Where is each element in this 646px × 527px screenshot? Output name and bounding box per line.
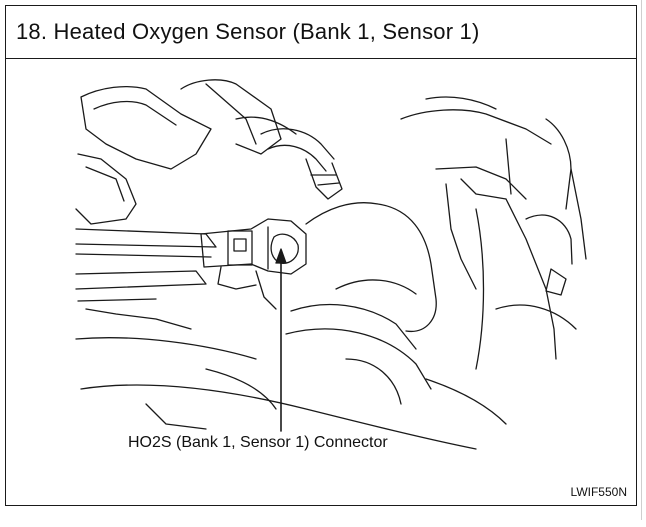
connector-callout-label: HO2S (Bank 1, Sensor 1) Connector <box>128 434 388 451</box>
figure-frame: 18. Heated Oxygen Sensor (Bank 1, Sensor… <box>5 5 637 506</box>
page-edge-line <box>641 0 643 520</box>
ho2s-connector <box>200 218 307 310</box>
engine-body <box>400 96 587 370</box>
intake-manifold <box>75 79 297 225</box>
lower-contours <box>75 337 507 450</box>
figure-title: 18. Heated Oxygen Sensor (Bank 1, Sensor… <box>16 19 480 44</box>
pipe-rails <box>75 228 217 330</box>
engine-illustration <box>75 79 587 450</box>
callout-leader <box>275 248 287 432</box>
figure-code: LWIF550N <box>570 485 627 499</box>
sensor-hose <box>260 128 343 200</box>
air-duct <box>285 202 437 405</box>
title-bar: 18. Heated Oxygen Sensor (Bank 1, Sensor… <box>6 6 636 59</box>
